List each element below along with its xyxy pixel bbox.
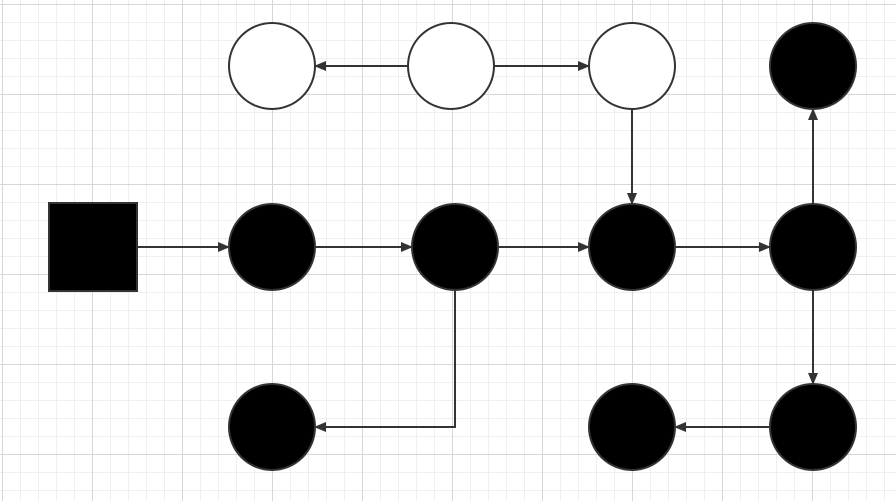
node-bottom-3 — [588, 383, 676, 471]
node-top-1 — [228, 22, 316, 110]
node-mid-4 — [769, 203, 857, 291]
node-top-2 — [407, 22, 495, 110]
node-top-3 — [588, 22, 676, 110]
start-square — [48, 202, 138, 292]
node-mid-1 — [228, 203, 316, 291]
node-bottom-4 — [769, 383, 857, 471]
node-bottom-1 — [228, 383, 316, 471]
node-mid-2 — [411, 203, 499, 291]
node-top-4 — [769, 22, 857, 110]
arrow-node-mid-2-to-node-bottom-1 — [314, 290, 456, 432]
node-mid-3 — [588, 203, 676, 291]
